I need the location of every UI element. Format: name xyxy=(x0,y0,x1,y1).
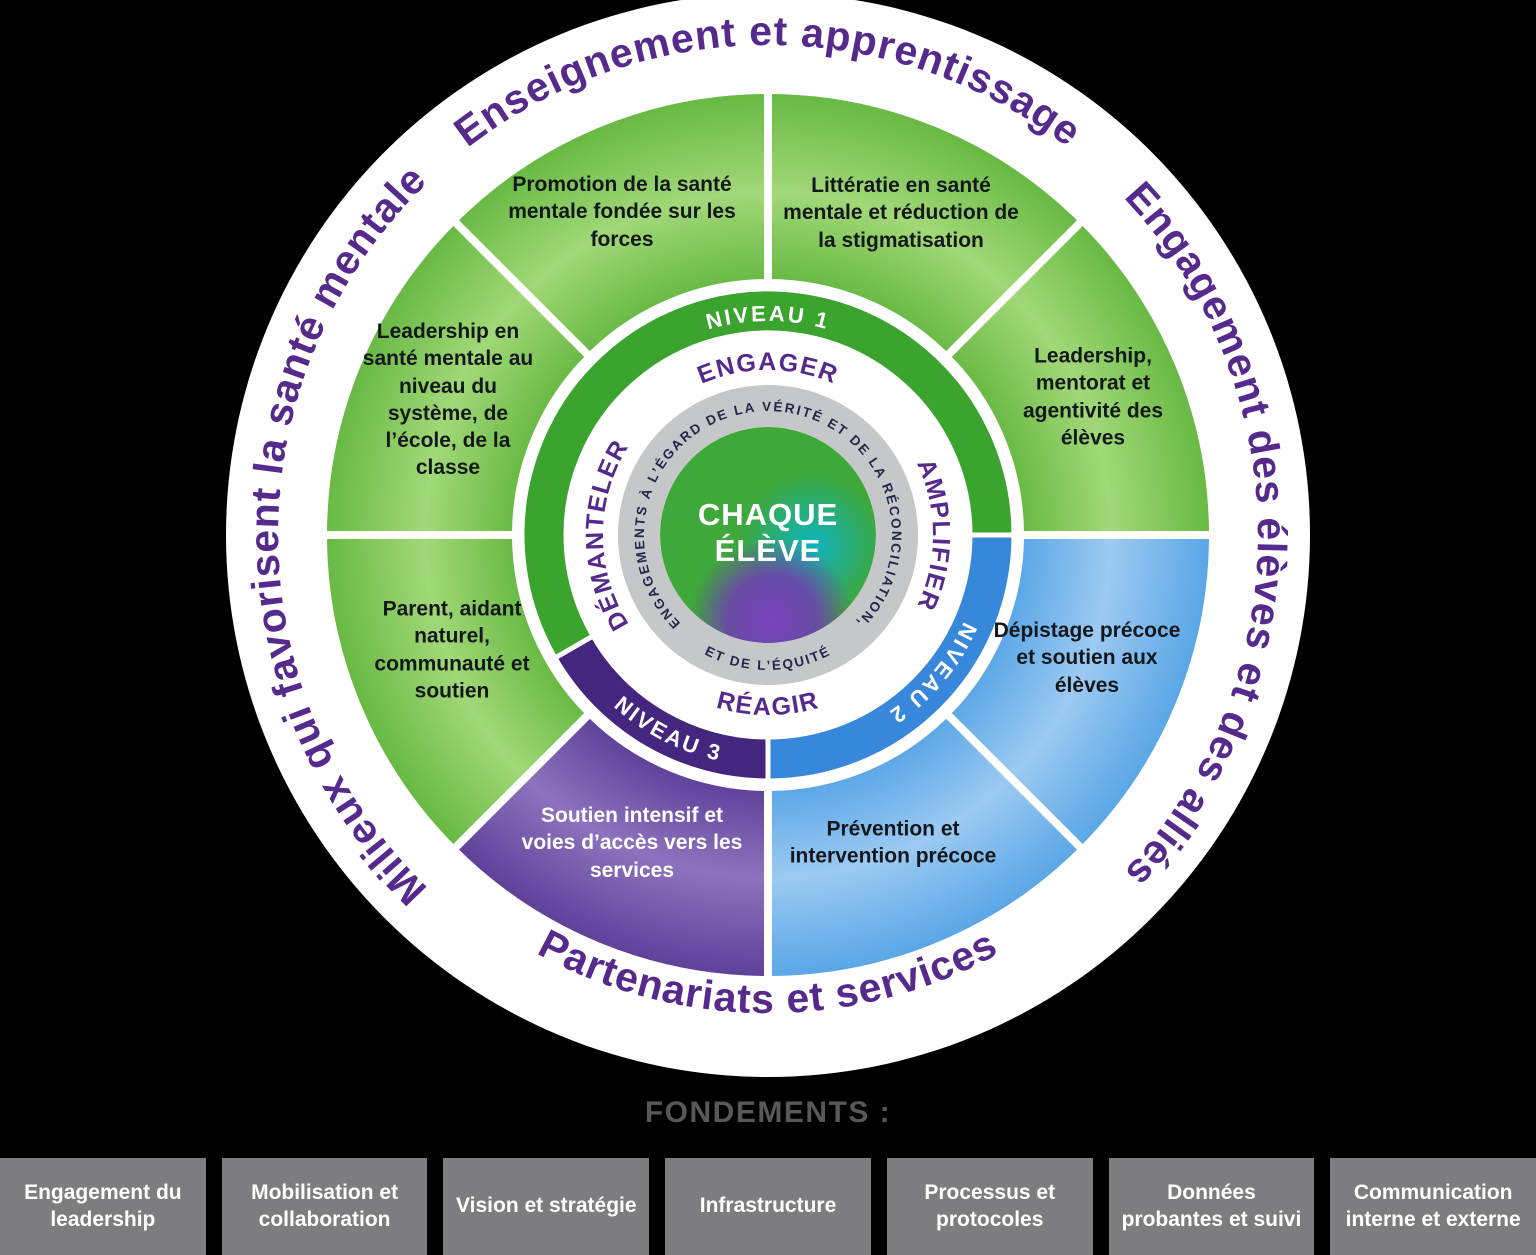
segment-label-soutien-intensif: Soutien intensif et voies d’accès vers l… xyxy=(521,804,743,882)
segment-soutien-intensif-shape xyxy=(447,707,772,985)
foundations-title: FONDEMENTS : xyxy=(644,1096,892,1129)
foundation-box-processus: Processus et protocoles xyxy=(886,1158,1093,1255)
commitment-ring xyxy=(618,385,918,685)
segment-label-leadership-eleves: Leadership, mentorat et agentivité des é… xyxy=(1022,344,1164,450)
segment-leadership-eleves-shape xyxy=(940,214,1218,539)
segment-promotion-shape xyxy=(447,85,772,363)
segment-litteratie-shape xyxy=(764,85,1089,363)
segment-prevention-shape xyxy=(764,707,1089,985)
foundation-label: Vision et stratégie xyxy=(456,1194,637,1218)
segment-label-depistage: Dépistage précoce et soutien aux élèves xyxy=(993,619,1181,697)
segment-depistage-shape xyxy=(940,531,1218,856)
segment-label-parent: Parent, aidant naturel, communauté et so… xyxy=(374,597,530,703)
center-circle xyxy=(660,427,876,643)
segment-label-prevention: Prévention et intervention précoce xyxy=(789,817,997,868)
foundation-box-vision: Vision et stratégie xyxy=(443,1158,650,1255)
foundation-box-donnees: Données probantes et suivi xyxy=(1108,1158,1315,1255)
center-circle-purple-glow xyxy=(660,427,876,643)
foundation-box-leadership: Engagement du leadership xyxy=(0,1158,206,1255)
foundations-row: Engagement du leadership Mobilisation et… xyxy=(0,1158,1536,1255)
wheel-diagram: Enseignement et apprentissage Engagement… xyxy=(226,0,1310,1077)
tier3-arc xyxy=(551,632,771,784)
segment-leadership-systeme-shape xyxy=(318,214,596,539)
segment-parent-shape xyxy=(318,531,596,856)
segment-label-promotion: Promotion de la santé mentale fondée sur… xyxy=(508,173,736,251)
wheel-stage: Enseignement et apprentissage Engagement… xyxy=(226,0,1310,1077)
segment-label-leadership-systeme: Leadership en santé mentale au niveau du… xyxy=(362,320,534,480)
foundation-box-infrastructure: Infrastructure xyxy=(665,1158,871,1255)
foundation-label: Processus et protocoles xyxy=(924,1181,1056,1231)
foundation-label: Infrastructure xyxy=(699,1194,837,1218)
foundation-label: Engagement du leadership xyxy=(24,1181,182,1231)
foundation-label: Mobilisation et collaboration xyxy=(251,1181,399,1231)
foundation-box-mobilisation: Mobilisation et collaboration xyxy=(221,1158,428,1255)
foundation-label: Données probantes et suivi xyxy=(1121,1181,1302,1231)
center-label-line2: ÉLÈVE xyxy=(715,533,822,568)
center-label-line1: CHAQUE xyxy=(698,497,838,532)
tier1-arc xyxy=(519,286,1017,662)
segment-label-litteratie: Littératie en santé mentale et réduction… xyxy=(783,174,1019,252)
foundation-box-communication: Communication interne et externe xyxy=(1330,1158,1536,1255)
foundation-label: Communication interne et externe xyxy=(1345,1181,1521,1231)
